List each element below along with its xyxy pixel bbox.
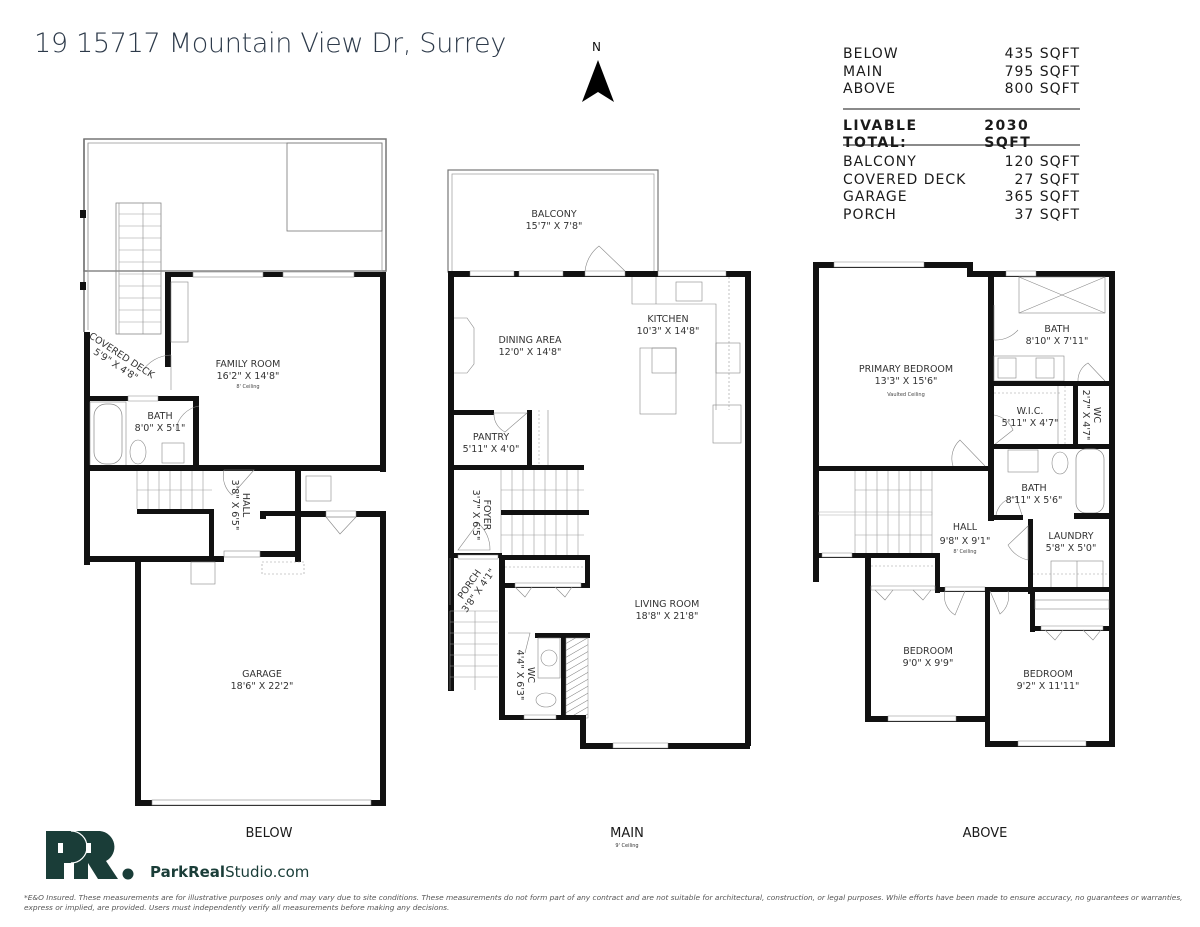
divider (843, 144, 1080, 146)
room-bath-below-name: BATH (147, 411, 172, 422)
area-label: BALCONY (843, 154, 917, 170)
room-wc-main-name: WC (525, 667, 536, 683)
room-family-room-note: 8' Ceiling (236, 384, 259, 390)
floor-label-main: MAIN (610, 826, 644, 841)
area-label: BELOW (843, 46, 899, 62)
room-ensuite-bath-size: 8'10" X 7'11" (1026, 336, 1089, 347)
divider (843, 107, 1080, 110)
room-wic-size: 5'11" X 4'7" (1002, 418, 1059, 429)
total-label: LIVABLE TOTAL: (843, 117, 918, 152)
area-label: COVERED DECK (843, 171, 967, 188)
room-bath-below-size: 8'0" X 5'1" (135, 423, 186, 434)
north-compass: N (578, 40, 618, 106)
room-bedroom-2-size: 9'0" X 9'9" (903, 658, 954, 669)
room-dining-area-name: DINING AREA (498, 335, 562, 346)
room-hall-above-note: 8' Ceiling (953, 549, 976, 555)
room-garage-size: 18'6" X 22'2" (231, 681, 294, 692)
area-label: GARAGE (843, 189, 908, 205)
area-value: 365 SQFT (1004, 189, 1080, 205)
room-hall-above-name: HALL (953, 522, 978, 533)
room-bedroom-2-name: BEDROOM (903, 646, 953, 657)
brand-logo: ParkRealStudio.com (44, 829, 309, 883)
room-primary-bedroom-note: Vaulted Ceiling (887, 392, 925, 398)
brand-site-rest: Studio.com (225, 863, 310, 881)
room-family-room-size: 16'2" X 14'8" (217, 371, 280, 382)
room-primary-bedroom-name: PRIMARY BEDROOM (859, 364, 953, 375)
floor-note-main: 9' Ceiling (615, 843, 639, 849)
room-pantry-size: 5'11" X 4'0" (463, 444, 520, 455)
room-laundry-size: 5'8" X 5'0" (1046, 543, 1097, 554)
pr-logo-mark-icon (46, 830, 134, 880)
room-kitchen-size: 10'3" X 14'8" (637, 326, 700, 337)
room-wc-above-name: WC (1091, 407, 1102, 423)
area-row-garage: GARAGE 365 SQFT (843, 189, 1080, 207)
room-dining-area-size: 12'0" X 14'8" (499, 347, 562, 358)
area-value: 37 SQFT (1014, 206, 1080, 223)
room-wc-main-size: 4'4" X 6'3" (514, 650, 525, 701)
area-value: 795 SQFT (1004, 63, 1080, 80)
area-value: 800 SQFT (1004, 81, 1080, 97)
area-value: 27 SQFT (1014, 171, 1080, 188)
area-row-porch: PORCH 37 SQFT (843, 207, 1080, 225)
total-value: 2030 SQFT (984, 117, 1032, 152)
brand-website: ParkRealStudio.com (150, 863, 309, 881)
room-ensuite-bath-name: BATH (1044, 324, 1069, 335)
area-row-covered-deck: COVERED DECK 27 SQFT (843, 172, 1080, 190)
area-label: ABOVE (843, 81, 897, 97)
room-pantry-name: PANTRY (473, 432, 510, 443)
floor-plan-main (447, 169, 751, 749)
area-value: 120 SQFT (1004, 154, 1080, 170)
area-value: 435 SQFT (1004, 46, 1080, 62)
room-bedroom-3-name: BEDROOM (1023, 669, 1073, 680)
disclaimer-text: *E&O Insured. These measurements are for… (24, 893, 1183, 912)
area-label: MAIN (843, 63, 884, 80)
room-kitchen-name: KITCHEN (647, 314, 688, 325)
area-row-balcony: BALCONY 120 SQFT (843, 154, 1080, 172)
floor-plan-below (80, 138, 387, 806)
room-balcony-size: 15'7" X 7'8" (526, 221, 583, 232)
area-row-main: MAIN 795 SQFT (843, 64, 1080, 82)
brand-site-bold: ParkReal (150, 863, 226, 881)
room-hall-below-name: HALL (240, 493, 251, 518)
room-balcony-name: BALCONY (531, 209, 577, 220)
room-wc-above-size: 2'7" X 4'7" (1080, 390, 1091, 441)
area-row-above: ABOVE 800 SQFT (843, 81, 1080, 99)
room-bath-above-size: 8'11" X 5'6" (1006, 495, 1063, 506)
room-foyer-size: 3'7" X 6'5" (470, 490, 481, 541)
area-summary-table: BELOW 435 SQFT MAIN 795 SQFT ABOVE 800 S… (843, 46, 1080, 224)
room-primary-bedroom-size: 13'3" X 15'6" (875, 376, 938, 387)
room-family-room-name: FAMILY ROOM (216, 359, 281, 370)
north-arrow-icon (582, 60, 614, 102)
property-address-title: 19 15717 Mountain View Dr, Surrey (34, 28, 507, 59)
area-row-livable-total: LIVABLE TOTAL: 2030 SQFT (843, 117, 1080, 152)
room-bath-above-name: BATH (1021, 483, 1046, 494)
floor-label-below: BELOW (245, 826, 293, 841)
area-row-below: BELOW 435 SQFT (843, 46, 1080, 64)
room-hall-above-size: 9'8" X 9'1" (940, 536, 991, 547)
room-wic-name: W.I.C. (1017, 406, 1044, 417)
room-foyer-name: FOYER (481, 500, 492, 531)
room-living-room-name: LIVING ROOM (635, 599, 700, 610)
room-garage-name: GARAGE (242, 669, 282, 680)
area-label: PORCH (843, 206, 897, 223)
room-hall-below-size: 3'8" X 6'5" (229, 480, 240, 531)
floor-label-above: ABOVE (962, 826, 1008, 841)
room-bedroom-3-size: 9'2" X 11'11" (1017, 681, 1080, 692)
room-laundry-name: LAUNDRY (1048, 531, 1093, 542)
room-living-room-size: 18'8" X 21'8" (636, 611, 699, 622)
floor-plan-above (813, 261, 1115, 747)
compass-north-label: N (592, 40, 601, 54)
